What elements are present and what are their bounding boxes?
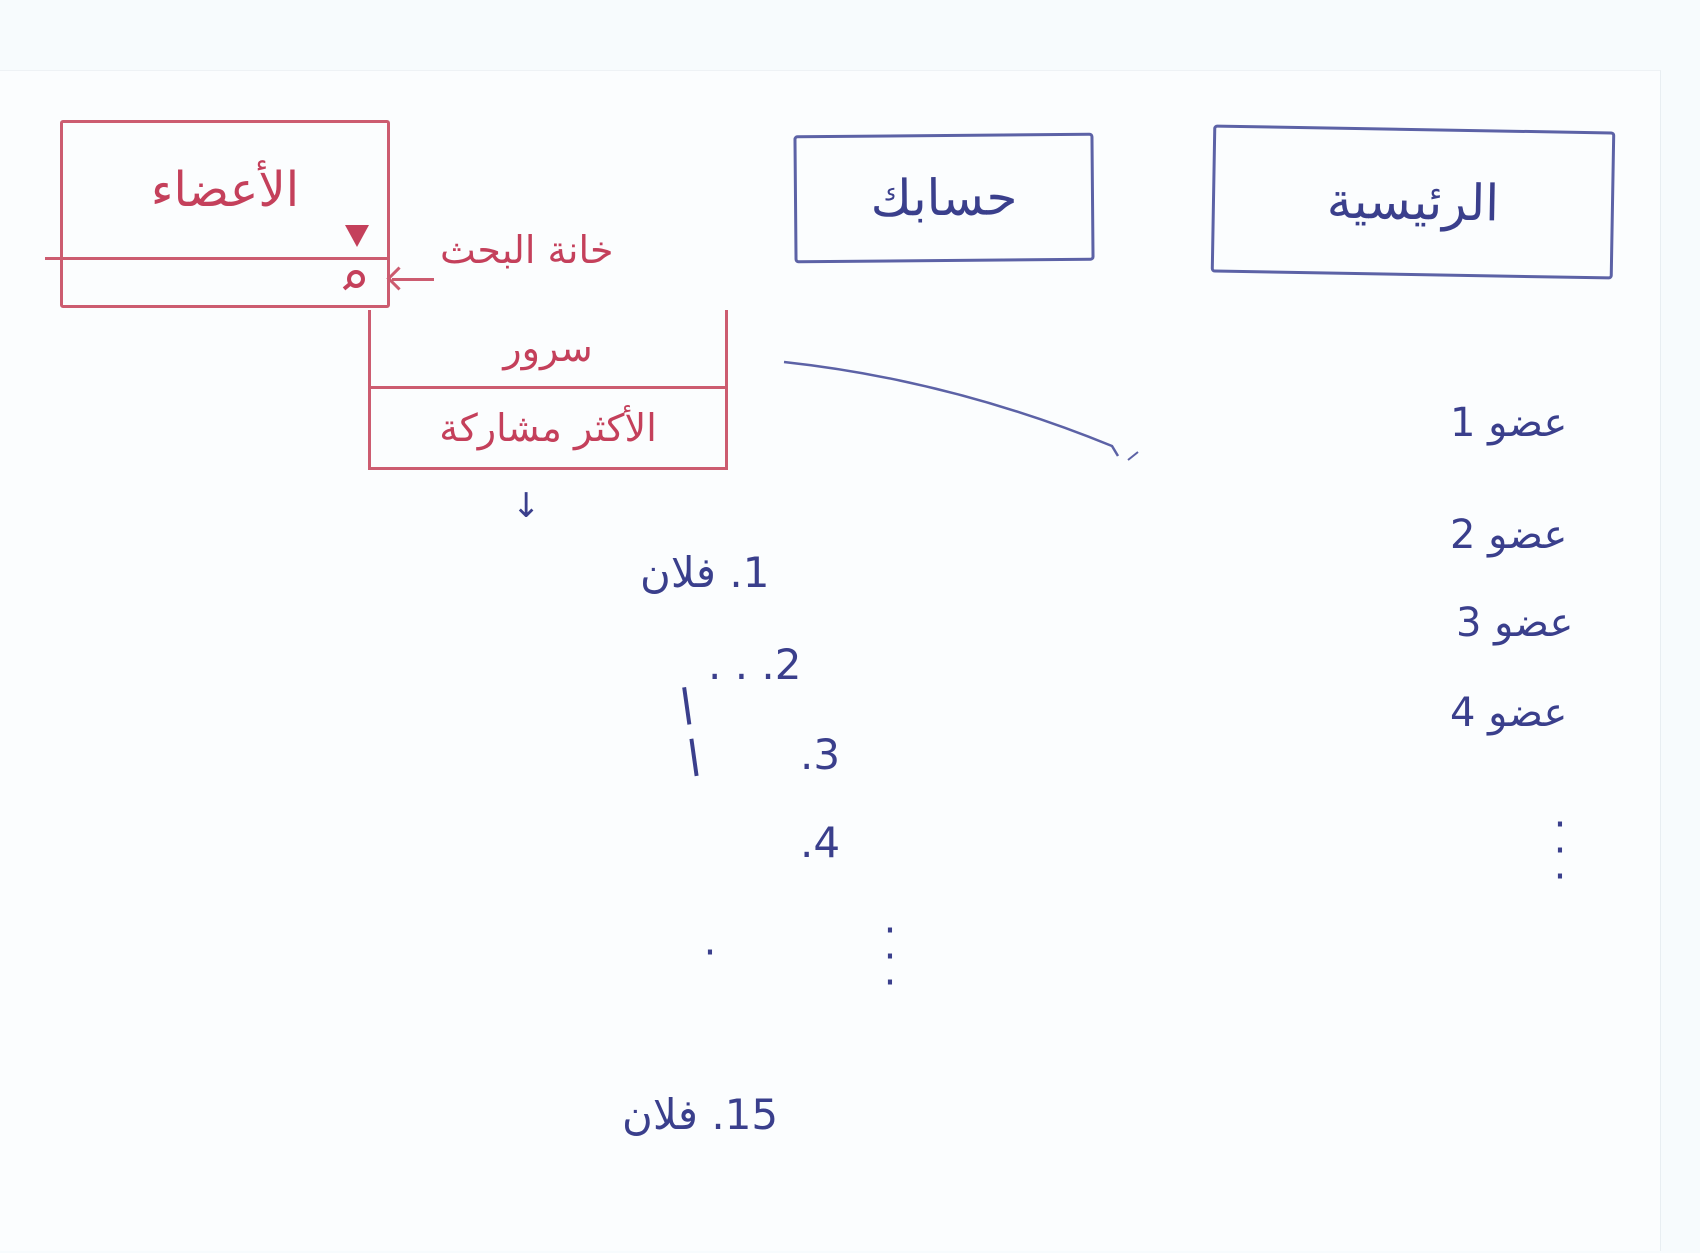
connector-tip <box>1127 451 1139 461</box>
ranked-item-4: 4. <box>800 818 841 867</box>
members-divider <box>45 257 390 260</box>
search-annotation-label: خانة البحث <box>440 228 614 272</box>
members-continuation-dots: ··· <box>1553 802 1567 900</box>
ranked-dots-right: ··· <box>883 908 897 1006</box>
paper-sheet <box>0 70 1661 1251</box>
search-icon[interactable] <box>347 270 365 288</box>
annotation-arrow-line <box>392 278 434 281</box>
down-arrow-icon: ↓ <box>512 486 541 526</box>
connector-path <box>783 360 1120 457</box>
ranked-item-1: 1. فلان <box>640 548 770 597</box>
member-item-2: عضو 2 <box>1450 512 1568 558</box>
member-item-3: عضو 3 <box>1456 600 1574 646</box>
ranked-item-last: 15. فلان <box>622 1090 779 1139</box>
members-title: الأعضاء <box>150 162 300 218</box>
members-dropdown[interactable]: الأعضاء <box>45 120 390 308</box>
members-menu: سرور الأكثر مشاركة <box>368 310 728 470</box>
member-item-4: عضو 4 <box>1450 690 1568 736</box>
member-item-1: عضو 1 <box>1450 400 1568 446</box>
search-input[interactable] <box>63 260 387 305</box>
menu-item-most-active[interactable]: الأكثر مشاركة <box>439 406 657 450</box>
dropdown-arrow-icon[interactable] <box>345 225 369 247</box>
ranked-dots-left: · <box>703 930 717 976</box>
ranked-item-2: 2. . . <box>708 640 802 689</box>
ranked-item-3: 3. <box>800 730 841 779</box>
menu-item-1[interactable]: سرور <box>371 310 725 389</box>
